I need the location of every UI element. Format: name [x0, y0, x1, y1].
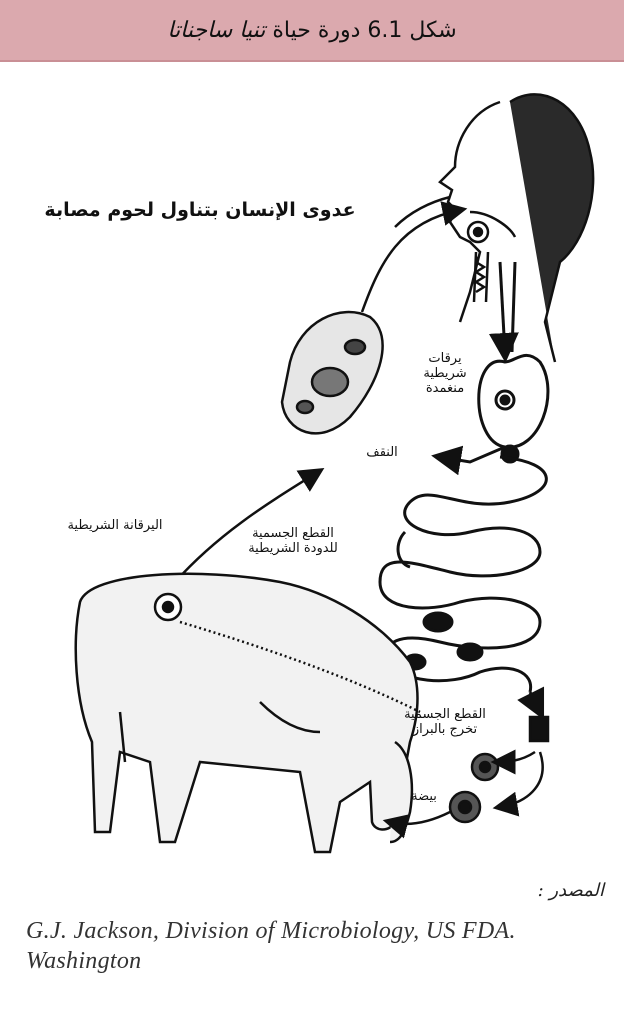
intestine-icon [380, 262, 548, 712]
label-infection: عدوى الإنسان بتناول لحوم مصابة [20, 200, 380, 222]
figure-title-bar: شكل 6.1 دورة حياة تنيا ساجناتا [0, 0, 624, 60]
label-cysticercus: اليرقانة الشريطية [40, 519, 190, 534]
label-scolex: النقف [352, 446, 412, 461]
human-head-icon [395, 94, 593, 362]
source-label: المصدر : [538, 880, 604, 901]
figure-title: شكل 6.1 دورة حياة تنيا ساجناتا [167, 18, 456, 43]
meat-chunk-icon [282, 312, 383, 433]
label-encysted-larvae: يرقات شريطية منغمدة [405, 352, 485, 397]
cow-icon [76, 574, 420, 852]
figure-title-species: تنيا ساجناتا [167, 18, 265, 43]
source-citation: G.J. Jackson, Division of Microbiology, … [26, 916, 606, 976]
label-proglottids-out: القطع الجسمية تخرج بالبراز [390, 708, 500, 738]
figure-title-prefix: شكل 6.1 دورة حياة [265, 18, 456, 43]
life-cycle-diagram: عدوى الإنسان بتناول لحوم مصابة يرقات شري… [0, 62, 624, 880]
life-cycle-illustration [0, 62, 624, 880]
label-proglottids: القطع الجسمية للدودة الشريطية [238, 527, 348, 557]
infection-arrow [362, 210, 460, 312]
label-egg: بيضة [394, 790, 454, 805]
